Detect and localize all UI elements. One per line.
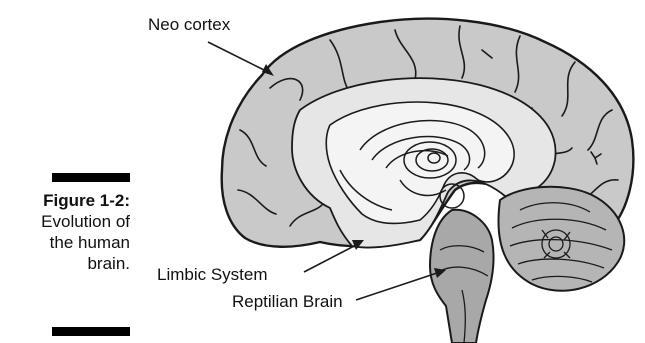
- limbic-system-leader: [304, 244, 358, 272]
- neo-cortex-label: Neo cortex: [148, 15, 231, 34]
- reptilian-brain-region: [430, 210, 494, 343]
- neo-cortex-leader: [208, 42, 268, 72]
- limbic-system-label: Limbic System: [157, 265, 268, 284]
- reptilian-brain-label: Reptilian Brain: [232, 292, 343, 311]
- reptilian-brain-leader: [356, 272, 440, 300]
